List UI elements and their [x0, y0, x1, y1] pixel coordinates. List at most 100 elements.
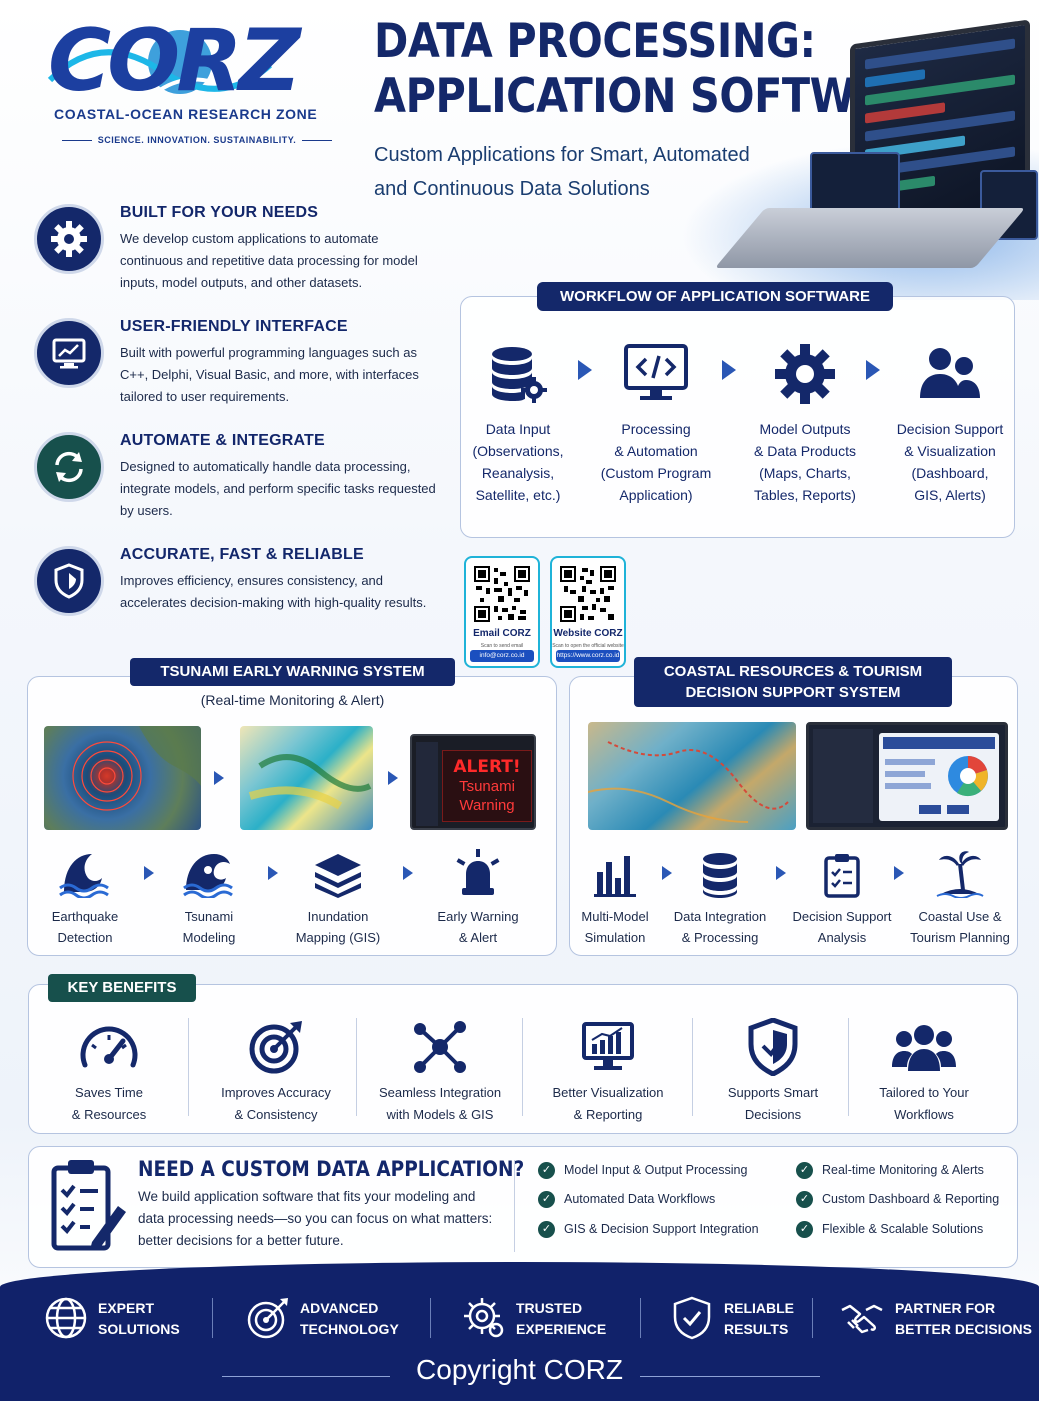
subtitle-line-1: Custom Applications for Smart, Automated: [374, 144, 750, 166]
arrow-icon: [866, 360, 880, 380]
qr-website-label: Website CORZ: [553, 628, 623, 639]
check-icon: ✓: [538, 1162, 555, 1179]
arrow-icon: [388, 771, 398, 785]
step-line: (Observations,: [472, 443, 564, 459]
step-line: & Visualization: [904, 443, 996, 459]
users-icon: [880, 340, 1020, 408]
check-item: ✓ Model Input & Output Processing: [538, 1162, 747, 1179]
benefit-saves-time: Saves Time& Resources: [38, 1018, 180, 1126]
step-line: Processing: [621, 421, 691, 437]
key-benefits-heading: KEY BENEFITS: [48, 974, 196, 1002]
benefit-line: & Resources: [71, 1107, 147, 1122]
laptop-dashboard-illustration: [680, 19, 1039, 300]
footer-line: TRUSTED: [516, 1300, 583, 1316]
wave-icon: [30, 846, 140, 898]
workflow-heading: WORKFLOW OF APPLICATION SOFTWARE: [537, 282, 893, 311]
divider: [514, 1160, 515, 1252]
benefit-accuracy: Improves Accuracy& Consistency: [198, 1018, 354, 1126]
qr-website-url[interactable]: https://www.corz.co.id: [556, 650, 620, 662]
pie-chart-graphic: [948, 756, 988, 797]
network-icon: [364, 1018, 516, 1076]
page-title: DATA PROCESSING: APPLICATION SOFTWARE: [374, 14, 944, 124]
check-item: ✓Custom Dashboard & Reporting: [796, 1191, 999, 1208]
bar-chart-icon: [560, 846, 670, 898]
benefit-line: Workflows: [894, 1107, 954, 1122]
sync-icon: [34, 432, 104, 502]
workflow-step-data-input: Data Input (Observations, Reanalysis, Sa…: [448, 340, 588, 506]
footer-line: PARTNER FOR: [895, 1300, 996, 1316]
feature-accurate: ACCURATE, FAST & RELIABLE Improves effic…: [30, 546, 440, 646]
monitor-chart-icon: [34, 318, 104, 388]
step-line: Data Input: [485, 421, 551, 437]
gear-icon: [34, 204, 104, 274]
step-line: Tsunami: [184, 909, 234, 924]
target-icon: [198, 1018, 354, 1076]
speedometer-icon: [38, 1018, 180, 1076]
copyright: Copyright CORZ: [416, 1354, 623, 1385]
code-monitor-icon: [586, 340, 726, 408]
arrow-icon: [722, 360, 736, 380]
arrow-icon: [214, 771, 224, 785]
feature-title: ACCURATE, FAST & RELIABLE: [120, 546, 364, 563]
corz-logo: CORZ COASTAL-OCEAN RESEARCH ZONE SCIENCE…: [40, 10, 350, 160]
shield-check-icon: [700, 1018, 846, 1076]
qr-email-hint: Scan to send email: [480, 643, 524, 649]
database-icon: [665, 846, 775, 898]
divider: [640, 1376, 820, 1377]
benefit-visualization: Better Visualization& Reporting: [530, 1018, 686, 1126]
feature-title: BUILT FOR YOUR NEEDS: [120, 204, 319, 221]
step-line: Inundation: [307, 909, 369, 924]
step-line: Multi-Model: [581, 909, 649, 924]
check-icon: ✓: [796, 1162, 813, 1179]
laptop-keyboard: [714, 208, 1026, 268]
qr-website-card[interactable]: Website CORZ Scan to open the official w…: [550, 556, 626, 668]
step-line: Mapping (GIS): [295, 930, 381, 945]
alarm-light-icon: [423, 846, 533, 898]
check-item: ✓Real-time Monitoring & Alerts: [796, 1162, 984, 1179]
step-line: Coastal Use &: [918, 909, 1002, 924]
qr-email-card[interactable]: Email CORZ Scan to send email info@corz.…: [464, 556, 540, 668]
check-item-label: Model Input & Output Processing: [564, 1162, 748, 1177]
globe-icon: [45, 1297, 87, 1339]
workflow-step-processing: Processing & Automation (Custom Program …: [586, 340, 726, 506]
feature-desc: Designed to automatically handle data pr…: [120, 459, 436, 518]
shield-check-icon: [673, 1296, 711, 1340]
qr-email-address[interactable]: info@corz.co.id: [470, 650, 534, 662]
layers-icon: [283, 846, 393, 898]
feature-title: USER-FRIENDLY INTERFACE: [120, 318, 348, 335]
step-line: Tables, Reports): [754, 487, 856, 503]
divider: [812, 1298, 813, 1338]
footer-line: RELIABLE: [724, 1300, 794, 1316]
divider: [356, 1018, 357, 1116]
footer-line: EXPERIENCE: [516, 1321, 607, 1337]
benefit-line: Tailored to Your: [879, 1085, 969, 1100]
checklist-pencil-icon: [48, 1158, 128, 1254]
feature-built-for-needs: BUILT FOR YOUR NEEDS We develop custom a…: [30, 204, 440, 304]
coastal-heading: COASTAL RESOURCES & TOURISM DECISION SUP…: [634, 657, 952, 707]
benefit-line: with Models & GIS: [386, 1107, 494, 1122]
workflow-step-model-outputs: Model Outputs & Data Products (Maps, Cha…: [735, 340, 875, 506]
divider: [692, 1018, 693, 1116]
step-line: (Maps, Charts,: [759, 465, 851, 481]
step-line: Application): [619, 487, 693, 503]
step-line: Reanalysis,: [481, 465, 555, 481]
feature-desc: Built with powerful programming language…: [120, 345, 419, 404]
coastal-heading-line-2: DECISION SUPPORT SYSTEM: [685, 684, 901, 701]
divider: [188, 1018, 189, 1116]
arrow-icon: [894, 866, 904, 880]
step-line: Tourism Planning: [910, 930, 1010, 945]
clipboard-check-icon: [787, 846, 897, 898]
logo-tagline: SCIENCE. INNOVATION. SUSTAINABILITY.: [52, 135, 342, 145]
step-line: Data Integration: [673, 909, 767, 924]
qr-code: [474, 566, 530, 622]
step-line: Earthquake: [51, 909, 119, 924]
feature-desc: We develop custom applications to automa…: [120, 231, 418, 290]
logo-mark: CORZ: [48, 11, 301, 111]
check-item-label: Automated Data Workflows: [564, 1191, 716, 1206]
step-line: Decision Support: [792, 909, 892, 924]
